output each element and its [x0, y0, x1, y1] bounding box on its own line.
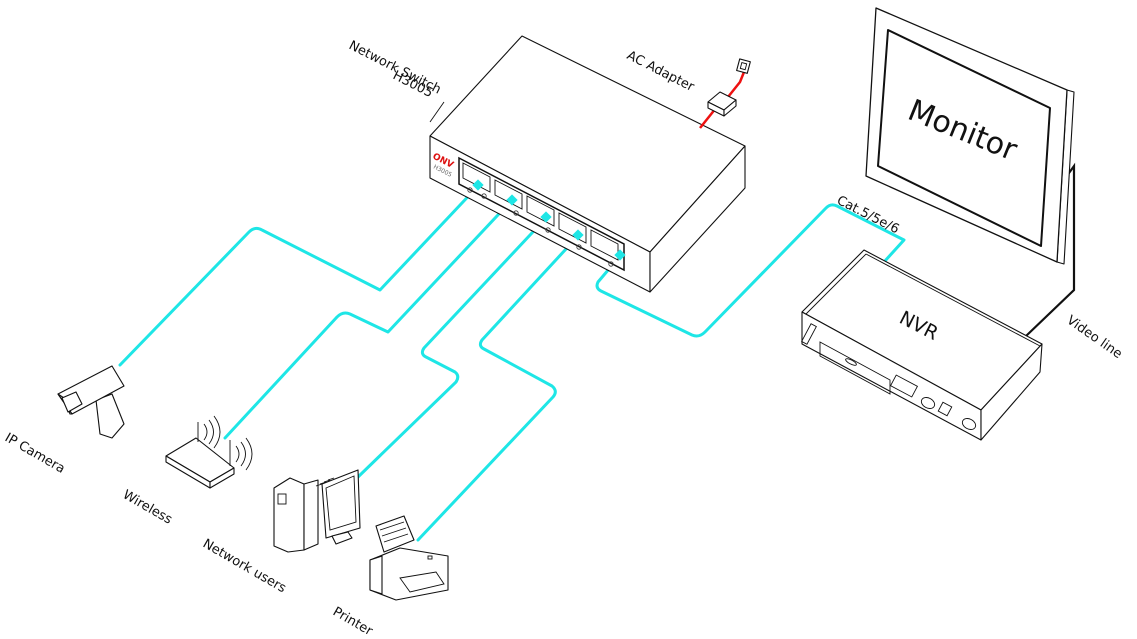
- switch-port: [494, 179, 523, 210]
- nvr-button: [889, 374, 919, 398]
- printer-side: [369, 555, 383, 595]
- switch-port: [462, 162, 491, 193]
- nvr-knob: [961, 418, 977, 430]
- switch-ports: [462, 162, 619, 261]
- wireless-label: Wireless: [120, 487, 175, 527]
- nvr-power-button: [801, 323, 817, 345]
- switch-label-leader: [429, 101, 445, 123]
- power-outlet-icon: [736, 58, 751, 74]
- power-outlet-socket: [739, 62, 748, 71]
- network-users-pc: [273, 469, 361, 553]
- monitor: Monitor: [865, 7, 1076, 337]
- cable-network-users: [356, 216, 548, 479]
- printer: [369, 515, 449, 601]
- plug-port-2: [506, 194, 518, 206]
- plug-port-4: [572, 229, 584, 241]
- printer-label: Printer: [330, 604, 376, 639]
- cable-wireless: [223, 198, 514, 440]
- wifi-signal-icon: [235, 437, 253, 471]
- pc-monitor-screen: [325, 475, 357, 531]
- monitor-screen: [877, 29, 1051, 247]
- nvr-side: [980, 343, 1043, 441]
- cables: [118, 184, 906, 542]
- port-led: [545, 227, 551, 233]
- nvr-edge: [865, 253, 1041, 347]
- pc-monitor-fins: [315, 477, 335, 487]
- camera-mount: [95, 393, 125, 439]
- nvr-button: [937, 401, 953, 417]
- ip-camera-label: IP Camera: [2, 430, 67, 476]
- cable-type-label: Cat.5/5e/6: [834, 193, 901, 237]
- port-led: [608, 261, 614, 267]
- switch-port: [590, 229, 619, 261]
- port-led: [576, 244, 582, 250]
- plug-port-3: [540, 211, 552, 223]
- nvr-disc-tray: [819, 341, 891, 395]
- switch-port: [558, 212, 587, 244]
- power-cable: [699, 107, 717, 129]
- pc-monitor: [321, 469, 361, 539]
- cable-printer: [416, 234, 580, 542]
- pc-tower-front: [273, 477, 305, 553]
- switch-port: [526, 195, 555, 227]
- printer-output-tray: [399, 571, 445, 593]
- camera-lens: [61, 391, 83, 413]
- pc-vent: [277, 493, 287, 505]
- wireless-router: [165, 415, 253, 489]
- video-line-label: Video line: [1064, 313, 1125, 362]
- switch-side: [649, 145, 746, 293]
- printer-button: [427, 555, 433, 560]
- pc-monitor-stand: [331, 531, 353, 545]
- port-led: [467, 187, 473, 193]
- nvr-edge: [805, 253, 867, 315]
- switch-port-leds: [467, 187, 614, 267]
- pc-tower-side: [303, 479, 319, 551]
- power-cable-to-outlet: [727, 71, 746, 98]
- ac-adapter-label: AC Adapter: [624, 48, 697, 95]
- plug-port-1: [472, 179, 484, 191]
- cable-plugs: [472, 179, 626, 261]
- ip-camera: [57, 365, 125, 439]
- nvr: NVR: [801, 249, 1043, 441]
- switch-port-panel: [458, 156, 625, 272]
- cable-nvr: [595, 203, 906, 338]
- nvr-tray-button: [845, 358, 857, 366]
- port-led: [513, 210, 519, 216]
- port-led: [481, 193, 487, 199]
- router-side: [209, 467, 235, 489]
- printer-paper-tray: [375, 515, 415, 553]
- cable-ip-camera: [118, 184, 480, 367]
- nvr-button-grid: [889, 374, 953, 417]
- adapter-box-end: [723, 99, 737, 117]
- plug-port-5: [614, 249, 626, 261]
- nvr-jog-dial: [920, 397, 936, 409]
- network-switch: ONV H3005: [429, 35, 746, 293]
- wifi-signal-icon: [203, 415, 221, 449]
- printer-paper-lines: [379, 521, 409, 543]
- ac-adapter: [699, 58, 751, 129]
